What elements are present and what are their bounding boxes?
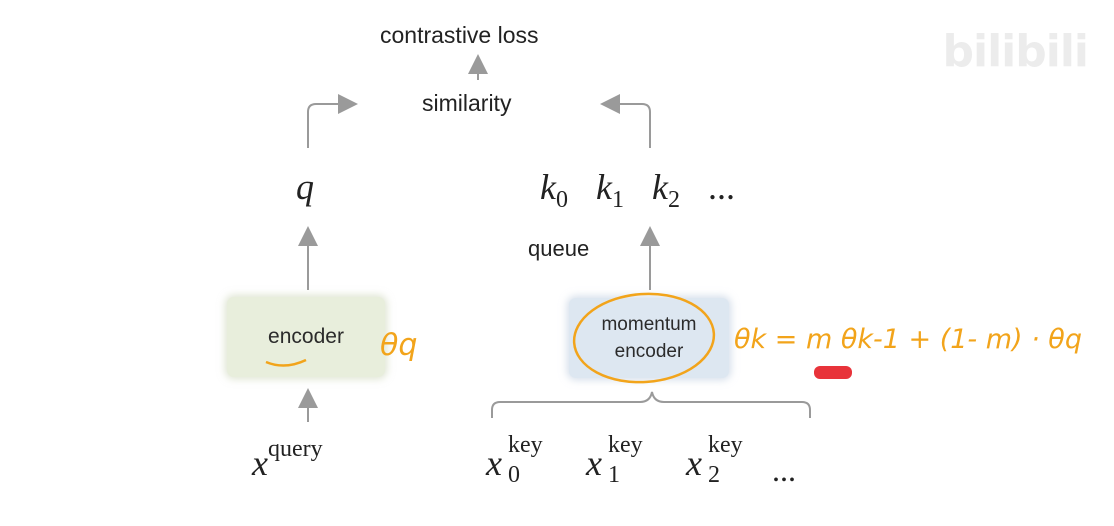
momentum-label-line1: momentum (601, 314, 697, 335)
key-k2: k2 (651, 167, 680, 214)
key-k1: k1 (595, 167, 624, 214)
encoder-box: encoder (227, 297, 385, 377)
encoder-underline (265, 358, 307, 367)
x-keys-ellipsis: ... (772, 452, 796, 488)
arrow-keys-to-similarity (600, 94, 651, 148)
query-symbol: q (296, 167, 314, 207)
momentum-circle (572, 292, 716, 384)
marker-highlight (814, 366, 852, 379)
keys-sequence: k0 k1 k2 ... (540, 166, 735, 214)
momentum-label-line2: encoder (614, 341, 684, 362)
similarity-label: similarity (422, 90, 512, 116)
keys-ellipsis: ... (707, 167, 735, 207)
theta-q-annotation: θq (380, 328, 418, 363)
arrow-q-to-similarity (307, 94, 358, 148)
encoder-label: encoder (268, 325, 344, 348)
contrastive-loss-label: contrastive loss (380, 22, 539, 48)
momentum-update-annotation: θk = m θk-1 + (1- m) · θq (734, 324, 1082, 355)
x-query: xquery (252, 436, 323, 483)
keys-brace (491, 391, 811, 418)
bilibili-watermark: bilibili (942, 26, 1089, 77)
key-k0: k0 (540, 167, 568, 214)
queue-label: queue (528, 236, 590, 261)
